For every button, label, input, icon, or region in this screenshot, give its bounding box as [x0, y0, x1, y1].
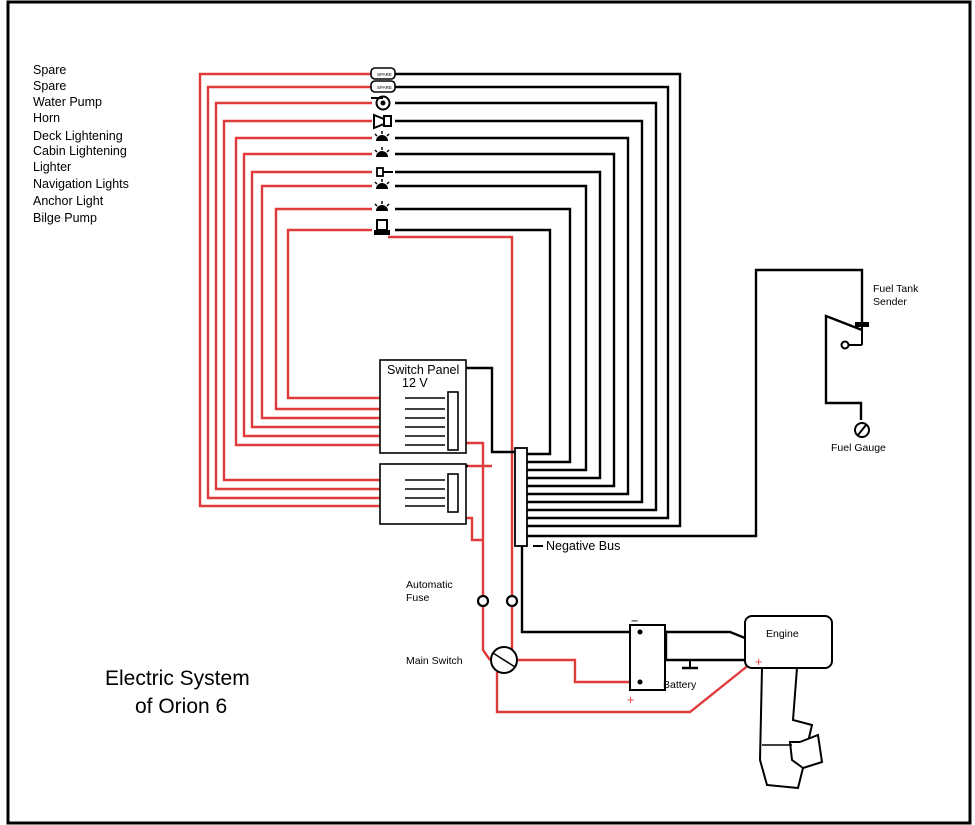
- battery: − + Battery: [627, 614, 697, 707]
- consumer-label-bilge-pump: Bilge Pump: [33, 211, 97, 225]
- red-wire-9: [274, 207, 405, 411]
- consumer-label-water-pump: Water Pump: [33, 95, 102, 109]
- spare-tag-1: SPARE: [370, 67, 396, 80]
- red-wire-6: [242, 152, 405, 438]
- consumer-label-deck-lightening: Deck Lightening: [33, 129, 123, 143]
- outboard-motor-icon: [758, 667, 824, 790]
- consumer-label-spare-1: Spare: [33, 63, 66, 77]
- negative-bus: Negative Bus: [514, 447, 620, 553]
- bilge-pump-icon: [374, 219, 390, 235]
- fuel-gauge-label: Fuel Gauge: [831, 442, 886, 454]
- automatic-fuse-label-1: Automatic: [406, 579, 453, 591]
- black-wire-4: [395, 119, 644, 504]
- engine-label: Engine: [766, 628, 799, 640]
- battery-label: Battery: [663, 679, 697, 691]
- engine-plus: +: [755, 655, 762, 669]
- navigation-light-icon: [374, 179, 390, 189]
- red-wire-2: [206, 85, 405, 500]
- black-wire-5: [395, 136, 630, 496]
- black-wire-fuel: [522, 268, 864, 538]
- fuel-sender-wire: [824, 314, 863, 420]
- black-wire-10: [395, 228, 552, 456]
- cabin-light-icon: [374, 147, 390, 157]
- engine: Engine +: [744, 615, 833, 790]
- red-wire-7: [250, 170, 405, 429]
- lighter-icon: [376, 167, 393, 177]
- red-wire-switch-battery: [516, 658, 640, 684]
- fuel-tank-sender-icon: [840, 322, 869, 350]
- consumer-label-horn: Horn: [33, 111, 60, 125]
- black-wire-bus-battery: [520, 545, 756, 644]
- consumer-label-anchor-light: Anchor Light: [33, 194, 104, 208]
- red-wire-5: [234, 136, 405, 447]
- black-wire-2: [395, 85, 670, 520]
- switch-panel-label: Switch Panel: [387, 363, 459, 377]
- negative-bus-label: Negative Bus: [546, 539, 620, 553]
- battery-icon: [629, 624, 666, 691]
- anchor-light-icon: [374, 201, 390, 211]
- automatic-fuse: Automatic Fuse: [406, 579, 519, 608]
- battery-plus: +: [627, 693, 634, 707]
- fuel-gauge-icon: [854, 422, 870, 438]
- black-wire-panel: [458, 366, 516, 454]
- svg-text:SPARE: SPARE: [377, 85, 392, 90]
- red-wire-4: [222, 119, 405, 482]
- fuel-tank-sender-label-2: Sender: [873, 296, 907, 308]
- ground-icon: [682, 660, 698, 670]
- fuel-tank-sender-label-1: Fuel Tank: [873, 283, 919, 295]
- spare-tag-2: SPARE: [370, 80, 396, 93]
- black-wire-7: [395, 170, 602, 480]
- black-wire-3: [395, 101, 658, 512]
- title-line-2: of Orion 6: [135, 695, 227, 718]
- red-wire-8: [260, 184, 405, 420]
- main-switch-label: Main Switch: [406, 655, 463, 667]
- red-wire-3: [214, 101, 405, 491]
- battery-minus: −: [631, 614, 638, 628]
- horn-icon: [373, 113, 392, 130]
- fuse-2-icon: [505, 594, 519, 608]
- fuse-1-icon: [476, 594, 490, 608]
- black-wire-8: [395, 184, 588, 472]
- consumer-label-spare-2: Spare: [33, 79, 66, 93]
- negative-wires: [395, 72, 864, 662]
- water-pump-icon: [371, 95, 391, 111]
- consumer-label-lighter: Lighter: [33, 160, 71, 174]
- consumer-label-cabin-lightening: Cabin Lightening: [33, 144, 127, 158]
- red-wire-1: [198, 72, 405, 508]
- black-wire-1: [395, 72, 682, 528]
- positive-wires: [198, 72, 756, 714]
- consumer-labels: Spare Spare Water Pump Horn Deck Lighten…: [33, 63, 129, 225]
- consumer-symbols: SPARE SPARE: [370, 67, 396, 235]
- black-wire-6: [395, 152, 616, 488]
- consumer-label-navigation-lights: Navigation Lights: [33, 177, 129, 191]
- black-wire-9: [395, 207, 572, 464]
- diagram-border: [6, 0, 972, 825]
- switch-row-group-lower: [405, 473, 459, 513]
- deck-light-icon: [374, 131, 390, 141]
- switch-panel: Switch Panel 12 V: [379, 359, 467, 525]
- diagram-title: Electric System of Orion 6: [105, 667, 250, 718]
- svg-text:SPARE: SPARE: [377, 72, 392, 77]
- switch-row-group-upper: [405, 391, 459, 451]
- switch-panel-voltage: 12 V: [402, 376, 428, 390]
- red-wire-switch-engine: [495, 659, 756, 714]
- red-wire-10: [286, 228, 405, 400]
- fuel-system: Fuel Tank Sender Fuel Gauge: [824, 283, 919, 454]
- automatic-fuse-label-2: Fuse: [406, 592, 430, 604]
- title-line-1: Electric System: [105, 667, 250, 690]
- main-switch: Main Switch: [406, 646, 518, 674]
